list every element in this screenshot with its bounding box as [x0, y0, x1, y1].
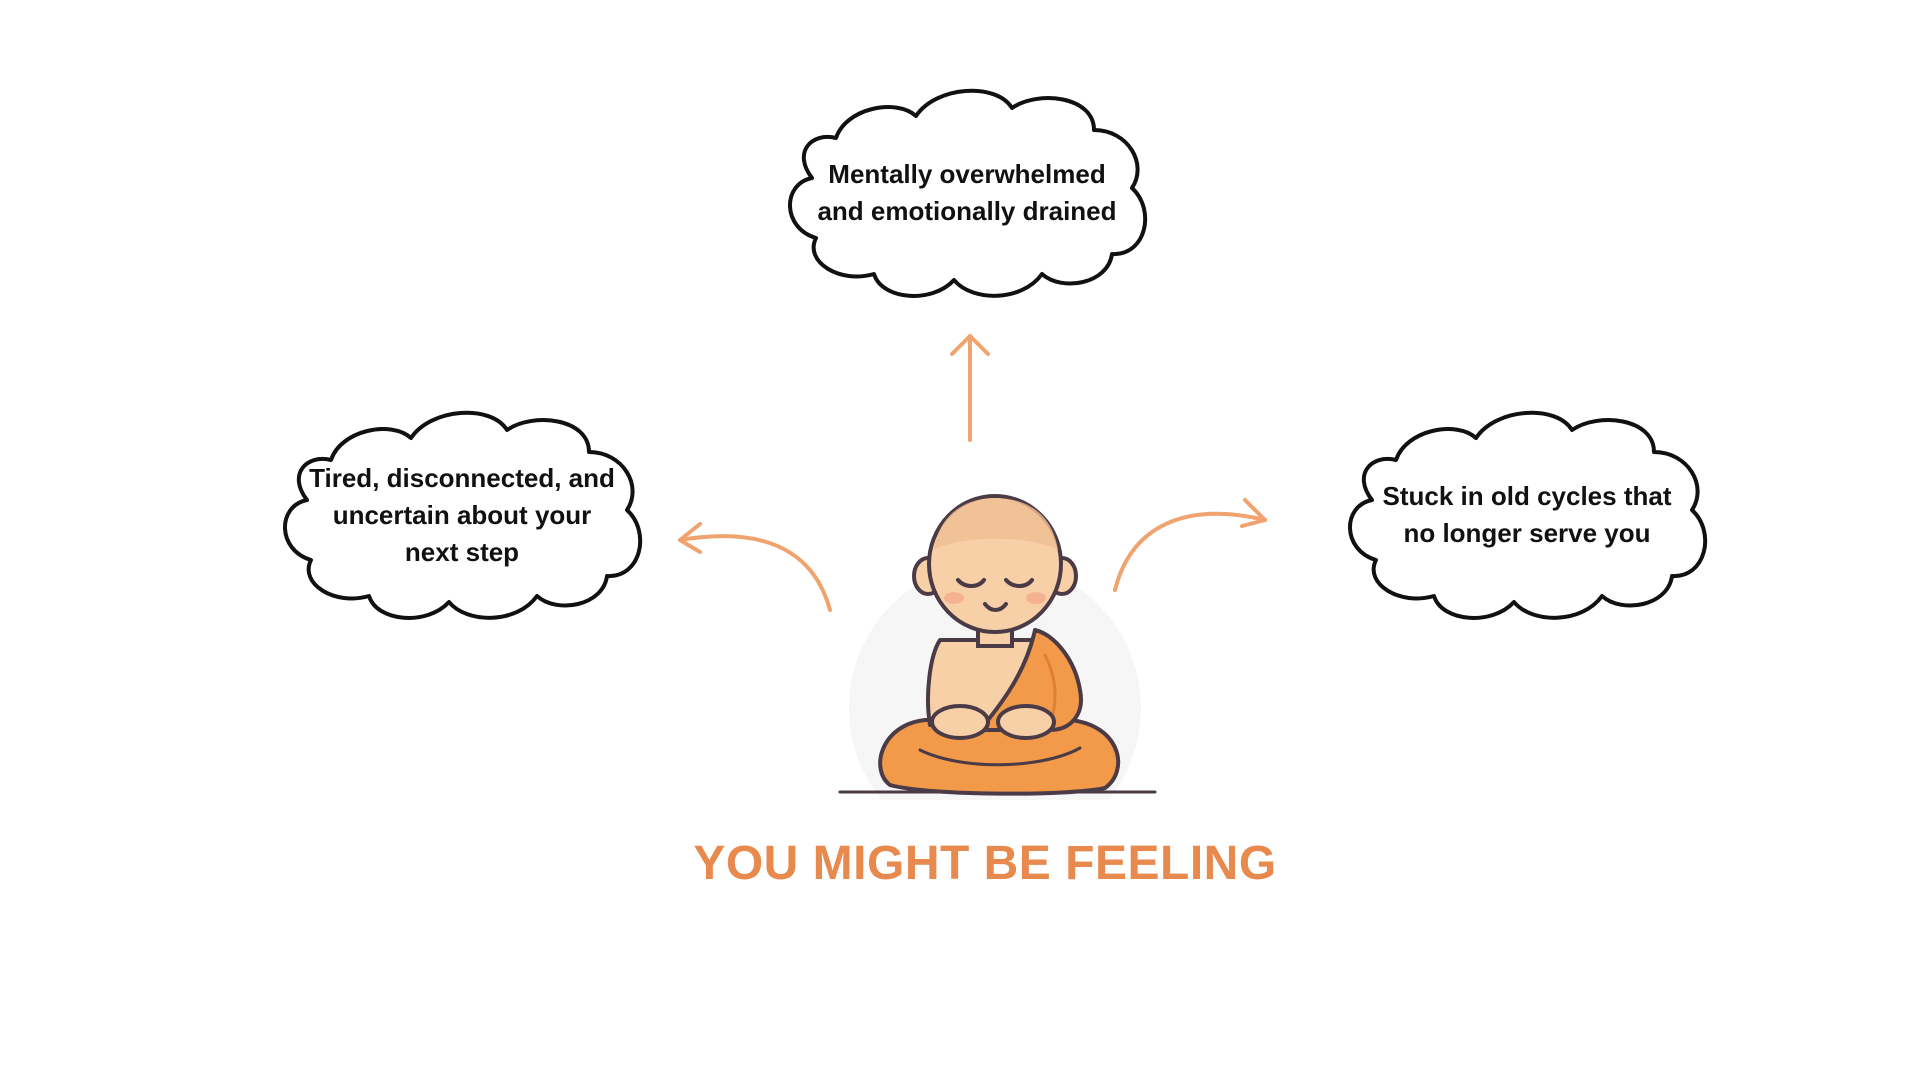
cloud-right-text: Stuck in old cycles that no longer serve… — [1336, 400, 1718, 630]
meditating-monk-illustration — [838, 494, 1157, 800]
curved-arrow-right-icon — [1113, 498, 1267, 592]
curved-arrow-left-icon — [678, 522, 832, 612]
cloud-shape — [283, 410, 643, 620]
smile — [983, 602, 1008, 612]
left-eye — [956, 578, 986, 588]
right-eye — [1004, 578, 1034, 588]
cloud-right-line-1: Stuck in old cycles that — [1382, 481, 1672, 511]
page-title: YOU MIGHT BE FEELING — [693, 837, 1277, 890]
cloud-left-line-1: Tired, disconnected, and — [309, 462, 615, 493]
cloud-top-text: Mentally overwhelmed and emotionally dra… — [776, 78, 1158, 308]
left-hand — [930, 704, 990, 740]
cloud-top-line-1: Mentally overwhelmed — [828, 159, 1106, 189]
cloud-left-text: Tired, disconnected, and uncertain about… — [271, 400, 653, 630]
cloud-shape — [788, 88, 1148, 298]
thought-cloud-left: Tired, disconnected, and uncertain about… — [271, 400, 653, 630]
robe-legs — [878, 718, 1121, 796]
cloud-left-line-2: uncertain about your — [332, 499, 592, 530]
cloud-left-line-3: next step — [404, 536, 520, 567]
thought-cloud-top: Mentally overwhelmed and emotionally dra… — [776, 78, 1158, 308]
thought-cloud-right: Stuck in old cycles that no longer serve… — [1336, 400, 1718, 630]
cloud-top-line-2: and emotionally drained — [817, 196, 1117, 226]
cloud-right-line-2: no longer serve you — [1403, 518, 1651, 548]
arrow-up-icon — [950, 334, 990, 442]
cloud-shape — [1348, 410, 1708, 620]
right-hand — [996, 704, 1056, 740]
